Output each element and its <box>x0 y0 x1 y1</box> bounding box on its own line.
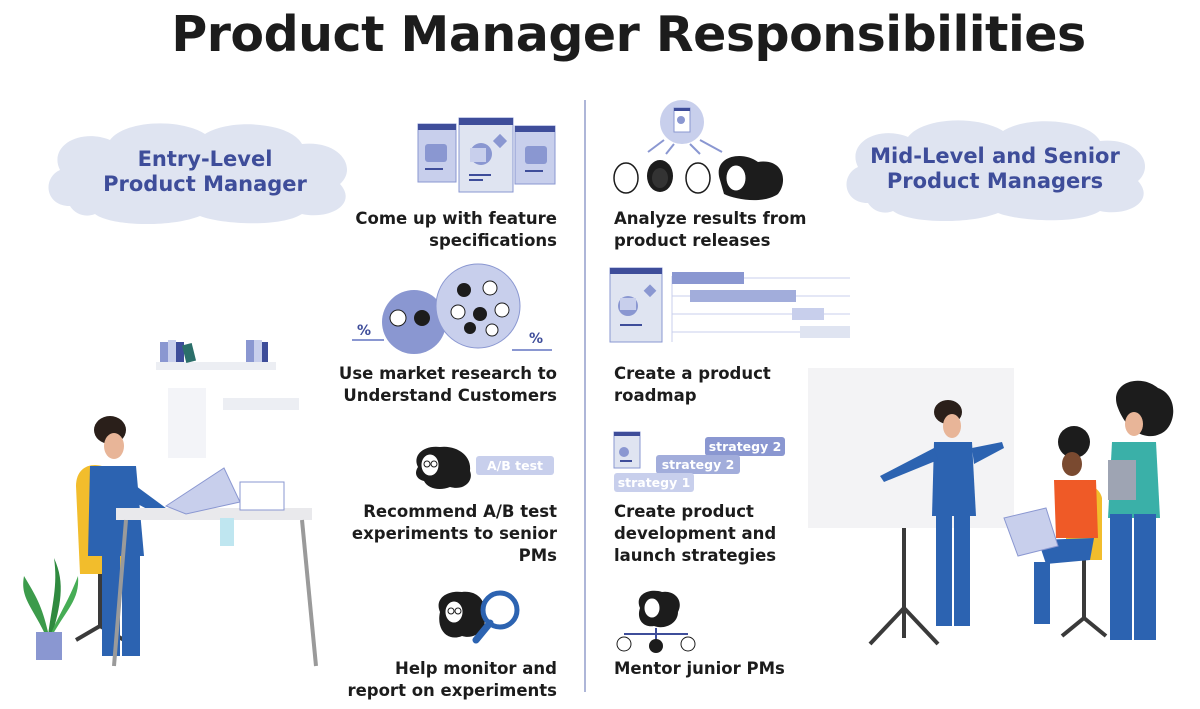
analyze-results-icon <box>613 100 784 201</box>
mentor-tree-icon <box>616 590 696 653</box>
entry-level-illustration <box>23 340 318 667</box>
market-research-icon <box>352 263 552 354</box>
percent-label-left: % <box>356 323 372 339</box>
task-analyze-results: Analyze results from product releases <box>614 209 807 250</box>
page-title: Product Manager Responsibilities <box>171 6 1086 63</box>
feature-spec-icon <box>417 117 556 193</box>
strategy-chip-middle: strategy 2 <box>656 455 740 474</box>
task-market-research: Use market research to Understand Custom… <box>338 364 557 405</box>
senior-level-cloud <box>846 120 1146 222</box>
senior-level-illustration <box>808 368 1174 646</box>
task-ab-test: Recommend A/B test experiments to senior… <box>351 502 557 565</box>
strategy-chip-top: strategy 2 <box>705 437 785 456</box>
entry-level-label: Entry-Level Product Manager <box>103 147 307 196</box>
strategy-chip-bottom: strategy 1 <box>614 473 694 492</box>
task-strategies: Create product development and launch st… <box>614 502 777 565</box>
percent-label-right: % <box>528 331 544 347</box>
task-roadmap: Create a product roadmap <box>614 364 771 405</box>
entry-level-cloud <box>48 123 348 225</box>
ab-test-person-icon <box>416 446 471 489</box>
task-mentor: Mentor junior PMs <box>614 659 785 678</box>
roadmap-gantt-icon <box>609 267 850 343</box>
strategy-doc-icon <box>613 431 641 469</box>
task-feature-specs: Come up with feature specifications <box>355 209 557 250</box>
magnifier-person-icon <box>438 590 520 644</box>
ab-test-chip: A/B test <box>476 456 554 475</box>
task-monitor-experiments: Help monitor and report on experiments <box>347 659 557 700</box>
senior-level-label: Mid-Level and Senior Product Managers <box>870 144 1120 193</box>
center-divider <box>584 100 586 692</box>
